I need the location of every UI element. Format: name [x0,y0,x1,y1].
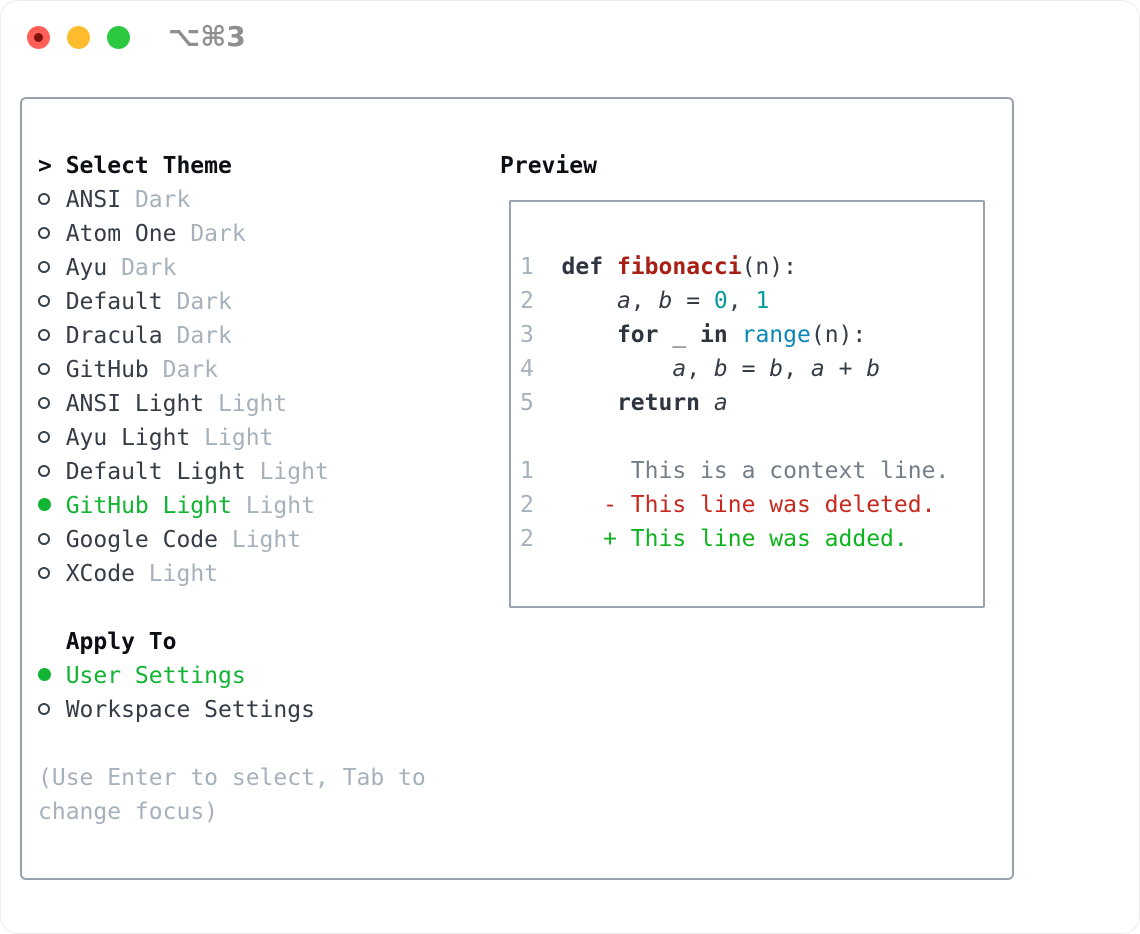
theme-variant-tag: Light [148,561,219,587]
theme-name: ANSI Light [65,391,219,417]
code-line: 4 a, b = b, a + b [520,356,881,382]
theme-variant-tag: Light [259,459,329,485]
preview-box: 1 def fibonacci(n): 2 a, b = 0, 1 3 for _ … [509,200,985,608]
code-line: 3 for _ in range(n): [520,322,867,348]
theme-variant-tag: Dark [190,221,246,247]
theme-item-ansi[interactable]: ANSI Dark [38,183,426,217]
radio-unselected-icon [38,557,66,591]
apply-to-title: Apply To [65,629,177,655]
apply-option-workspace-settings[interactable]: Workspace Settings [38,693,426,727]
radio-unselected-icon [38,693,66,727]
preview-header: Preview [500,149,597,183]
radio-unselected-icon [38,251,66,285]
radio-unselected-icon [38,523,66,557]
theme-variant-tag: Dark [121,255,177,281]
radio-unselected-icon [38,183,66,217]
code-line: 1 def fibonacci(n): [520,254,797,280]
radio-unselected-icon [38,285,66,319]
spacer [38,727,426,761]
theme-name: Google Code [65,527,232,553]
theme-name: Default Light [65,459,260,485]
maximize-button[interactable] [107,26,130,49]
theme-variant-tag: Dark [176,323,232,349]
theme-item-github-light[interactable]: GitHub Light Light [38,489,426,523]
theme-name: XCode [65,561,149,587]
radio-unselected-icon [38,217,66,251]
titlebar: ⌥⌘3 [0,0,1140,74]
theme-variant-tag: Light [245,493,315,519]
theme-item-ayu[interactable]: Ayu Dark [38,251,426,285]
code-preview: 1 def fibonacci(n): 2 a, b = 0, 1 3 for _ … [511,202,983,556]
preview-title: Preview [500,153,597,179]
theme-name: Ayu Light [65,425,205,451]
radio-selected-icon [38,489,66,523]
radio-unselected-icon [38,319,66,353]
hint-line-2: change focus) [38,799,219,825]
radio-unselected-icon [38,421,66,455]
theme-variant-tag: Light [231,527,302,553]
code-line [520,420,983,454]
select-theme-title: Select Theme [65,153,232,179]
theme-variant-tag: Light [218,391,288,417]
radio-unselected-icon [38,455,66,489]
minimize-button[interactable] [67,26,90,49]
apply-option-user-settings[interactable]: User Settings [38,659,426,693]
code-line: 2 a, b = 0, 1 [520,288,770,314]
apply-option-label: User Settings [65,663,246,689]
close-button[interactable] [27,26,50,49]
code-line: 1 This is a context line. [520,458,950,484]
hint-line-1: (Use Enter to select, Tab to [38,765,426,791]
theme-item-default[interactable]: Default Dark [38,285,426,319]
theme-name: Dracula [65,323,177,349]
selection-cursor-icon: > [38,153,52,179]
theme-name: Ayu [65,255,122,281]
radio-unselected-icon [38,353,66,387]
theme-variant-tag: Light [204,425,274,451]
theme-item-google-code[interactable]: Google Code Light [38,523,426,557]
code-line: 2 - This line was deleted. [520,492,936,518]
apply-option-label: Workspace Settings [65,697,315,723]
theme-name: GitHub [65,357,163,383]
theme-name: Atom One [65,221,191,247]
theme-item-default-light[interactable]: Default Light Light [38,455,426,489]
theme-item-xcode[interactable]: XCode Light [38,557,426,591]
theme-item-ansi-light[interactable]: ANSI Light Light [38,387,426,421]
window-title: ⌥⌘3 [168,20,246,53]
hint-text: (Use Enter to select, Tab to change focu… [38,761,426,829]
theme-name: Default [65,289,177,315]
radio-selected-icon [38,659,66,693]
spacer [38,591,426,625]
select-theme-header: > Select Theme [38,149,426,183]
close-button-dot-icon [34,33,43,42]
code-line: 5 return a [520,390,728,416]
radio-unselected-icon [38,387,66,421]
apply-to-header: Apply To [38,625,426,659]
theme-item-ayu-light[interactable]: Ayu Light Light [38,421,426,455]
code-line: 2 + This line was added. [520,526,908,552]
theme-variant-tag: Dark [134,187,191,213]
theme-name: ANSI [65,187,135,213]
theme-name: GitHub Light [65,493,246,519]
theme-item-atom-one[interactable]: Atom One Dark [38,217,426,251]
theme-variant-tag: Dark [176,289,232,315]
theme-variant-tag: Dark [162,357,219,383]
theme-item-dracula[interactable]: Dracula Dark [38,319,426,353]
theme-item-github[interactable]: GitHub Dark [38,353,426,387]
